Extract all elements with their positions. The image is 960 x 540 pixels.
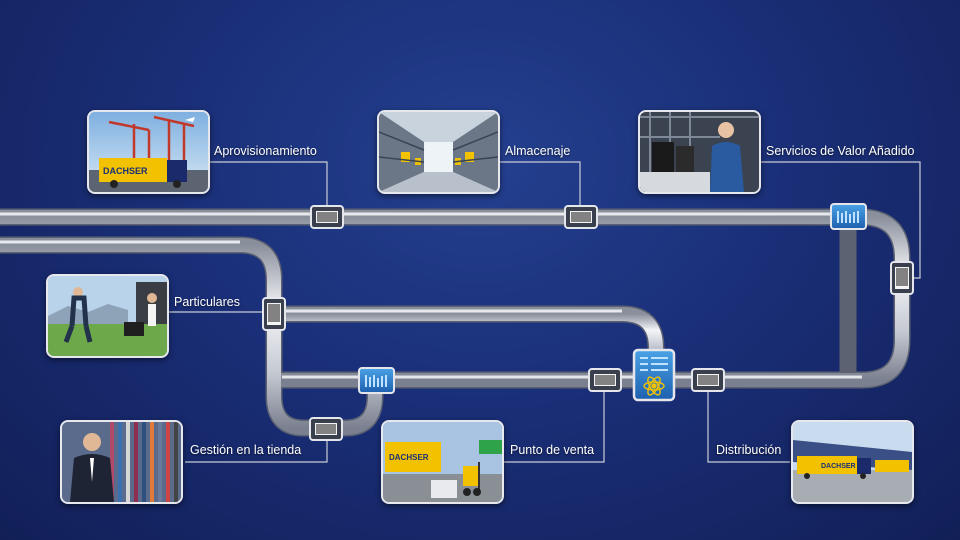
- warehouse-aisle-image: [379, 112, 498, 192]
- pipes: [0, 208, 911, 437]
- scanner-box-4: [262, 297, 286, 331]
- connector-lines: [168, 161, 921, 463]
- photo-aprovisionamiento: DACHSER: [87, 110, 210, 194]
- connector-distribucion: [707, 390, 790, 463]
- delivery-to-person-image: [48, 276, 167, 356]
- scanner-box-2: [564, 205, 598, 229]
- scanner-box-6: [691, 368, 725, 392]
- display-panels: [358, 203, 867, 402]
- photo-distribucion: DACHSER: [791, 420, 914, 504]
- label-particulares: Particulares: [174, 295, 240, 309]
- worker-packaging-image: [640, 112, 759, 192]
- scanner-box-7: [309, 417, 343, 441]
- truck-forklift-unloading-image: DACHSER: [383, 422, 502, 502]
- label-gestion: Gestión en la tienda: [190, 443, 302, 457]
- label-almacenaje: Almacenaje: [505, 144, 571, 158]
- photo-almacenaje: [377, 110, 500, 194]
- port-cranes-truck-image: DACHSER: [89, 112, 208, 192]
- store-clothing-rack-image: [62, 422, 181, 502]
- connector-servicios: [760, 161, 921, 279]
- central-hub-icon: [632, 348, 676, 402]
- scanner-boxes: [262, 205, 914, 441]
- photo-gestion: [60, 420, 183, 504]
- dachser-logo-text: DACHSER: [389, 453, 429, 462]
- scanner-box-5: [588, 368, 622, 392]
- connector-punto-venta: [502, 390, 605, 463]
- label-servicios: Servicios de Valor Añadido: [766, 144, 915, 158]
- connector-aprovisionamiento: [200, 161, 328, 208]
- connector-gestion: [185, 440, 328, 463]
- label-aprovisionamiento: Aprovisionamiento: [214, 144, 317, 158]
- label-distribucion: Distribución: [716, 443, 782, 457]
- photo-particulares: [46, 274, 169, 358]
- photo-punto-venta: DACHSER: [381, 420, 504, 504]
- display-panel-2: [358, 367, 395, 394]
- scanner-box-1: [310, 205, 344, 229]
- label-punto-venta: Punto de venta: [510, 443, 595, 457]
- dachser-logo-text: DACHSER: [103, 166, 148, 176]
- photo-servicios: [638, 110, 761, 194]
- display-panel-1: [830, 203, 867, 230]
- connector-almacenaje: [500, 161, 581, 208]
- scanner-box-3: [890, 261, 914, 295]
- dachser-logo-text: DACHSER: [821, 463, 856, 470]
- distribution-center-trucks-image: DACHSER: [793, 422, 912, 502]
